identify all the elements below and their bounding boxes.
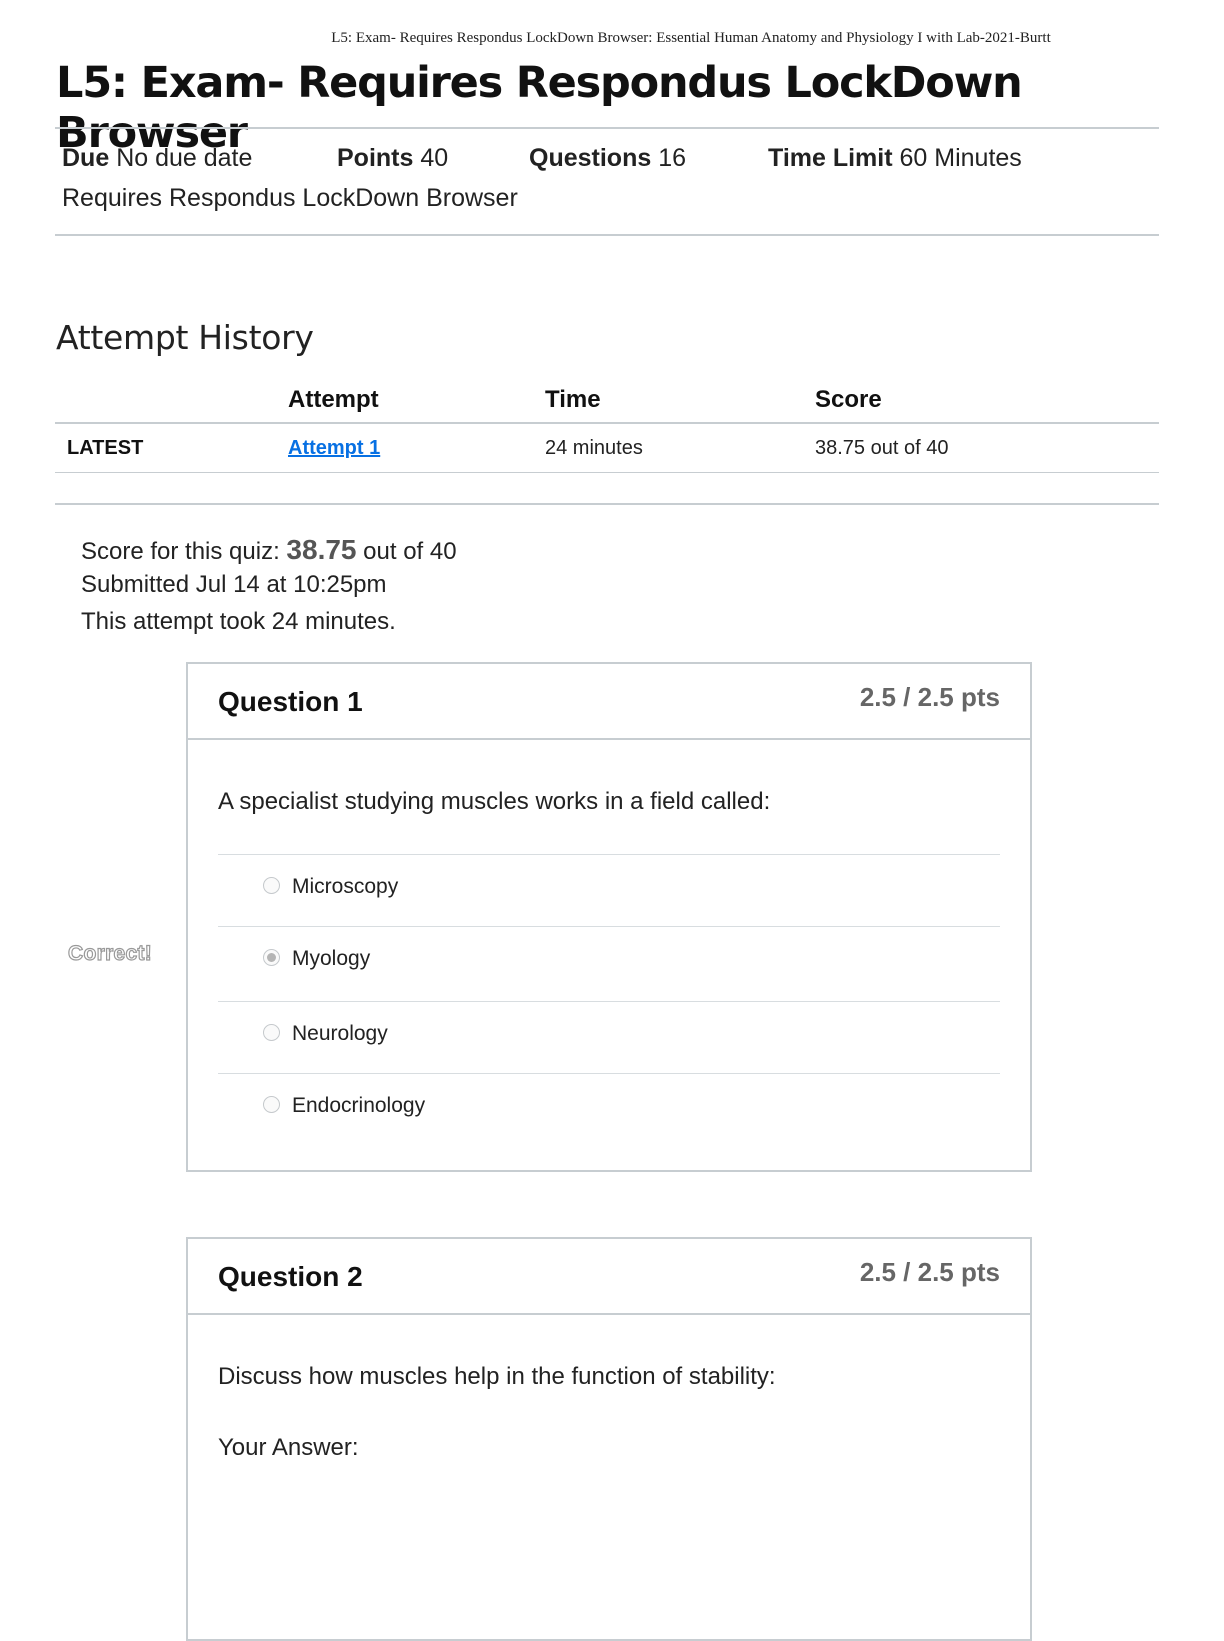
score-value: 38.75 bbox=[286, 534, 357, 565]
time-cell: 24 minutes bbox=[545, 423, 815, 473]
questions-info: Questions 16 bbox=[529, 144, 687, 172]
question-title: Question 2 bbox=[218, 1261, 363, 1292]
answer-option-selected: Myology bbox=[218, 926, 1000, 1001]
table-row: LATEST Attempt 1 24 minutes 38.75 out of… bbox=[55, 423, 1159, 473]
divider bbox=[55, 503, 1159, 505]
radio-button[interactable] bbox=[263, 877, 280, 894]
column-header bbox=[55, 378, 288, 424]
question-text: Discuss how muscles help in the function… bbox=[218, 1363, 776, 1390]
divider bbox=[55, 234, 1159, 236]
column-header-attempt: Attempt bbox=[288, 378, 545, 424]
question-points: 2.5 / 2.5 pts bbox=[859, 1257, 1000, 1287]
due-info: Due No due date bbox=[62, 144, 253, 172]
radio-button-selected[interactable] bbox=[263, 949, 280, 966]
question-header: Question 1 2.5 / 2.5 pts bbox=[188, 664, 1030, 740]
answer-option: Microscopy bbox=[218, 854, 1000, 926]
column-header-score: Score bbox=[815, 378, 1159, 424]
table-header-row: Attempt Time Score bbox=[55, 378, 1159, 424]
column-header-time: Time bbox=[545, 378, 815, 424]
answer-label: Endocrinology bbox=[292, 1094, 426, 1117]
points-info: Points 40 bbox=[337, 144, 449, 172]
lockdown-requirement: Requires Respondus LockDown Browser bbox=[62, 184, 518, 212]
answer-label: Microscopy bbox=[292, 875, 399, 898]
radio-button[interactable] bbox=[263, 1096, 280, 1113]
latest-tag: LATEST bbox=[55, 423, 288, 473]
score-cell: 38.75 out of 40 bbox=[815, 423, 1159, 473]
answer-label: Myology bbox=[292, 947, 371, 970]
question-points: 2.5 / 2.5 pts bbox=[859, 682, 1000, 712]
radio-button[interactable] bbox=[263, 1024, 280, 1041]
answer-list: Microscopy Myology Neurology Endocrinolo… bbox=[218, 854, 1000, 1145]
your-answer-label: Your Answer: bbox=[218, 1434, 359, 1461]
quiz-summary: Score for this quiz: 38.75 out of 40 Sub… bbox=[81, 534, 457, 645]
correct-indicator: Correct! bbox=[67, 941, 153, 965]
question-card-2: Question 2 2.5 / 2.5 pts Discuss how mus… bbox=[186, 1237, 1032, 1641]
question-title: Question 1 bbox=[218, 686, 363, 717]
page-title: L5: Exam- Requires Respondus LockDown Br… bbox=[56, 58, 1023, 158]
question-text: A specialist studying muscles works in a… bbox=[218, 788, 771, 815]
quiz-score: Score for this quiz: 38.75 out of 40 bbox=[81, 534, 457, 565]
attempt-duration: This attempt took 24 minutes. bbox=[81, 608, 396, 635]
attempt-cell: Attempt 1 bbox=[288, 423, 545, 473]
attempt-history-table: Attempt Time Score LATEST Attempt 1 24 m… bbox=[55, 378, 1159, 473]
answer-label: Neurology bbox=[292, 1022, 388, 1045]
question-card-1: Question 1 2.5 / 2.5 pts A specialist st… bbox=[186, 662, 1032, 1172]
answer-option: Neurology bbox=[218, 1001, 1000, 1073]
attempt-history-title: Attempt History bbox=[56, 318, 314, 357]
answer-option: Endocrinology bbox=[218, 1073, 1000, 1145]
submitted-time: Submitted Jul 14 at 10:25pm bbox=[81, 571, 387, 598]
divider bbox=[55, 127, 1159, 129]
attempt-link[interactable]: Attempt 1 bbox=[288, 436, 381, 459]
time-limit-info: Time Limit 60 Minutes bbox=[768, 144, 1022, 172]
question-header: Question 2 2.5 / 2.5 pts bbox=[188, 1239, 1030, 1315]
print-header: L5: Exam- Requires Respondus LockDown Br… bbox=[331, 30, 1051, 46]
